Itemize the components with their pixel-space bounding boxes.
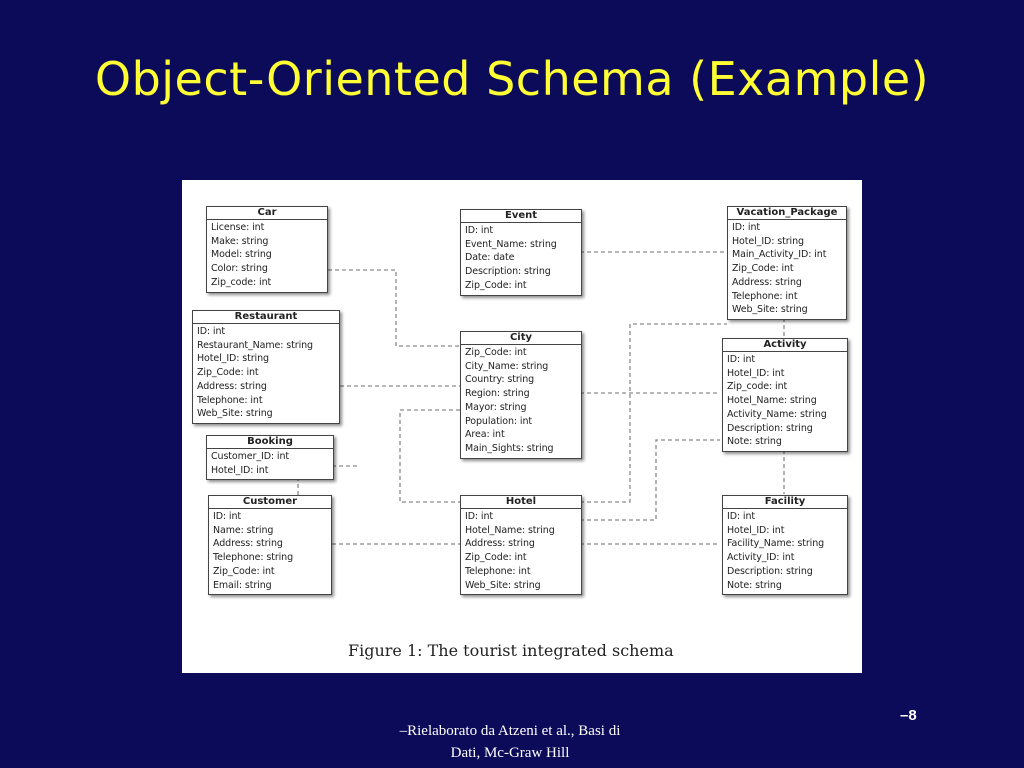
attribute: Telephone: int xyxy=(465,565,531,577)
attribute: Zip_code: int xyxy=(727,381,788,393)
attribute: Zip_Code: int xyxy=(465,347,527,358)
attribute: Zip_Code: int xyxy=(465,552,527,564)
attribute: Main_Sights: string xyxy=(465,442,554,454)
entity-name: Car xyxy=(207,207,327,220)
attribute: Note: string xyxy=(727,579,782,591)
entity-facility: Facility ID: int Hotel_ID: int Facility_… xyxy=(722,495,848,596)
attribute: Restaurant_Name: string xyxy=(197,339,313,351)
attribute: Hotel_ID: string xyxy=(197,353,269,365)
attribute: Mayor: string xyxy=(465,401,527,413)
attribute: Zip_Code: int xyxy=(465,279,527,291)
attribute: Web_Site: string xyxy=(732,304,808,316)
attribute: Note: string xyxy=(727,436,782,448)
entity-name: Customer xyxy=(209,496,331,509)
attribute: Hotel_ID: string xyxy=(732,235,804,247)
link-hotel-activity xyxy=(580,439,720,521)
attribute: Zip_Code: int xyxy=(213,565,275,577)
slide-title: Object-Oriented Schema (Example) xyxy=(94,52,930,106)
attribute: Zip_Code: int xyxy=(732,263,794,275)
page-number: –8 xyxy=(900,707,917,724)
attribute: Description: string xyxy=(727,422,813,434)
entity-customer: Customer ID: int Name: string Address: s… xyxy=(208,495,332,596)
attribute: Facility_Name: string xyxy=(727,538,825,550)
entity-name: Restaurant xyxy=(193,311,339,324)
entity-car: Car License: int Make: string Model: str… xyxy=(206,206,328,293)
attribute: Email: string xyxy=(213,579,272,591)
attribute: Customer_ID: int xyxy=(211,451,290,462)
attribute: ID: int xyxy=(732,222,761,233)
link-car-city xyxy=(328,269,460,347)
connector-lines xyxy=(297,251,785,545)
attribute: Zip_code: int xyxy=(211,276,272,288)
attribute: Hotel_ID: int xyxy=(211,464,269,476)
entity-name: Vacation_Package xyxy=(728,207,846,220)
attribute: ID: int xyxy=(213,511,242,522)
attribute: ID: int xyxy=(465,511,494,522)
attribute: Telephone: string xyxy=(213,552,294,564)
attribute: Zip_Code: int xyxy=(197,367,259,379)
attribute: Description: string xyxy=(727,565,813,577)
footer-credit-line1: –Rielaborato da Atzeni et al., Basi di xyxy=(399,723,621,739)
entity-name: Activity xyxy=(723,339,847,352)
attribute: ID: int xyxy=(727,511,756,522)
entity-name: Facility xyxy=(723,496,847,509)
entity-name: Event xyxy=(461,210,581,223)
entity-name: Hotel xyxy=(461,496,581,509)
link-city-hotel-left xyxy=(399,409,460,503)
attribute: Make: string xyxy=(211,235,269,247)
footer-credit: –Rielaborato da Atzeni et al., Basi di D… xyxy=(340,720,680,764)
entity-activity: Activity ID: int Hotel_ID: int Zip_code:… xyxy=(722,338,848,452)
attribute: Address: string xyxy=(465,538,535,550)
attribute: Area: int xyxy=(465,429,505,441)
entity-name: Booking xyxy=(207,436,333,449)
attribute: ID: int xyxy=(197,326,226,337)
attribute: Telephone: int xyxy=(197,394,263,406)
entity-restaurant: Restaurant ID: int Restaurant_Name: stri… xyxy=(192,310,340,424)
attribute: Address: string xyxy=(213,538,283,550)
attribute: ID: int xyxy=(465,225,494,236)
attribute: Hotel_Name: string xyxy=(465,524,555,536)
attribute: Event_Name: string xyxy=(465,238,557,250)
attribute: Address: string xyxy=(197,380,267,392)
attribute: Activity_Name: string xyxy=(727,408,827,420)
entity-event: Event ID: int Event_Name: string Date: d… xyxy=(460,209,582,296)
attribute: Region: string xyxy=(465,388,530,400)
attribute: Population: int xyxy=(465,415,533,427)
attribute: Address: string xyxy=(732,276,802,288)
attribute: Color: string xyxy=(211,263,268,275)
figure-caption: Figure 1: The tourist integrated schema xyxy=(348,641,674,660)
attribute: Activity_ID: int xyxy=(727,552,795,564)
attribute: ID: int xyxy=(727,354,756,365)
attribute: Web_Site: string xyxy=(465,579,541,591)
attribute: City_Name: string xyxy=(465,360,549,372)
attribute: Web_Site: string xyxy=(197,408,273,420)
attribute: Telephone: int xyxy=(732,290,798,302)
attribute: Hotel_ID: int xyxy=(727,524,785,536)
attribute: Model: string xyxy=(211,249,272,261)
link-hotel-vacation xyxy=(580,323,727,503)
attribute: Hotel_Name: string xyxy=(727,395,817,407)
footer-credit-line2: Dati, Mc-Graw Hill xyxy=(450,745,570,761)
entity-vacation-package: Vacation_Package ID: int Hotel_ID: strin… xyxy=(727,206,847,320)
attribute: Date: date xyxy=(465,252,515,264)
attribute: Hotel_ID: int xyxy=(727,367,785,379)
schema-figure: Car License: int Make: string Model: str… xyxy=(182,180,862,673)
entity-hotel: Hotel ID: int Hotel_Name: string Address… xyxy=(460,495,582,596)
entity-name: City xyxy=(461,332,581,345)
entity-city: City Zip_Code: int City_Name: string Cou… xyxy=(460,331,582,459)
attribute: Name: string xyxy=(213,524,274,536)
attribute: Description: string xyxy=(465,266,551,278)
attribute: Main_Activity_ID: int xyxy=(732,249,827,261)
attribute: License: int xyxy=(211,222,265,233)
attribute: Country: string xyxy=(465,374,535,386)
entity-booking: Booking Customer_ID: int Hotel_ID: int xyxy=(206,435,334,481)
